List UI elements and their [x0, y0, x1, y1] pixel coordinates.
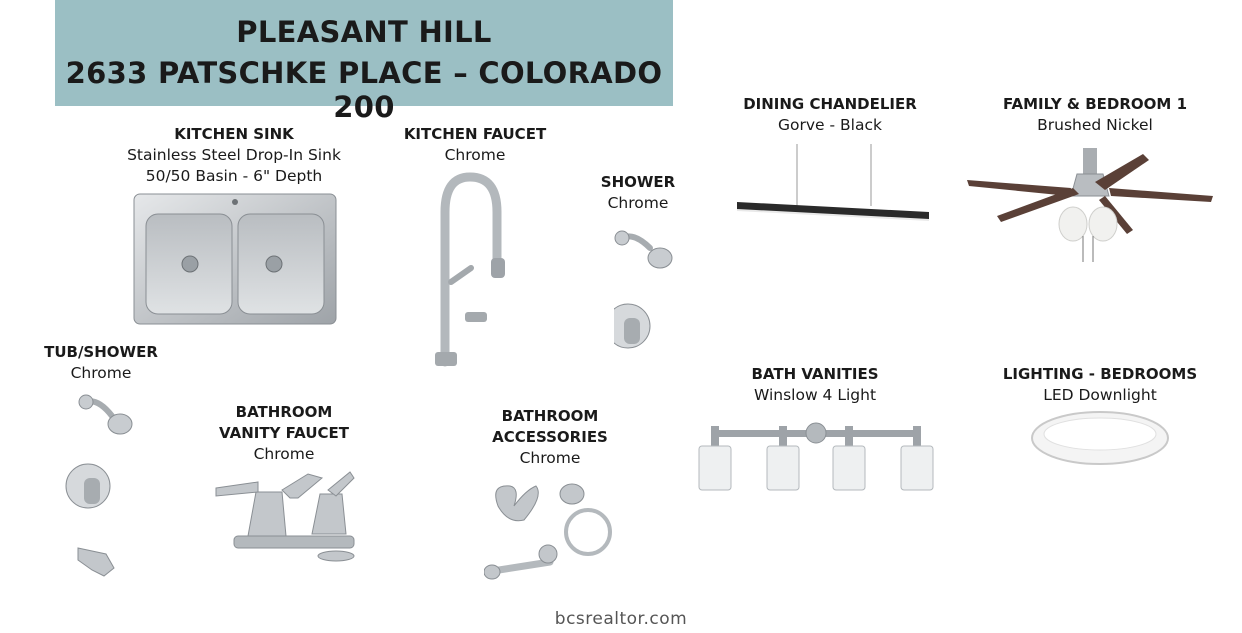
bath-accessories-finish: Chrome: [519, 449, 581, 467]
bath-accessories-title-1: BATHROOM: [501, 407, 599, 425]
family-bedroom-finish: Brushed Nickel: [1037, 116, 1153, 134]
kitchen-faucet-label: KITCHEN FAUCET Chrome: [395, 124, 555, 166]
kitchen-sink-title: KITCHEN SINK: [174, 125, 294, 143]
community-name: PLEASANT HILL: [236, 15, 492, 49]
dining-chandelier-style: Gorve - Black: [778, 116, 882, 134]
dining-chandelier-title: DINING CHANDELIER: [743, 95, 917, 113]
watermark: bcsrealtor.com: [554, 609, 688, 629]
bath-vanities-style: Winslow 4 Light: [753, 386, 877, 404]
header-banner: PLEASANT HILL 2633 PATSCHKE PLACE – COLO…: [55, 0, 673, 124]
address-plan: 2633 PATSCHKE PLACE – COLORADO 200: [65, 56, 663, 124]
kitchen-faucet-title: KITCHEN FAUCET: [403, 125, 547, 143]
kitchen-faucet-image: [435, 172, 505, 367]
bedroom-lighting-style: LED Downlight: [1043, 386, 1157, 404]
kitchen-sink-desc-1: Stainless Steel Drop-In Sink: [127, 146, 341, 164]
kitchen-sink-image: [133, 193, 337, 325]
bath-accessories-label: BATHROOM ACCESSORIES Chrome: [480, 406, 620, 469]
vanity-faucet-finish: Chrome: [253, 445, 315, 463]
bath-accessories-image: [484, 483, 612, 580]
vanity-faucet-title-1: BATHROOM: [235, 403, 333, 421]
shower-finish: Chrome: [607, 194, 669, 212]
vanity-faucet-title-2: VANITY FAUCET: [219, 424, 349, 442]
bedroom-lighting-title: LIGHTING - BEDROOMS: [1002, 365, 1198, 383]
tub-shower-fixtures-image: [65, 394, 133, 577]
bath-accessories-title-2: ACCESSORIES: [492, 428, 608, 446]
kitchen-sink-desc-2: 50/50 Basin - 6" Depth: [145, 167, 323, 185]
shower-fixtures-image: [614, 230, 673, 349]
vanity-light-image: [698, 422, 934, 491]
led-downlight-image: [1031, 411, 1169, 465]
dining-chandelier-image: [736, 144, 930, 221]
ceiling-fan-image: [967, 148, 1213, 262]
tub-shower-label: TUB/SHOWER Chrome: [40, 342, 162, 384]
shower-label: SHOWER Chrome: [588, 172, 688, 214]
kitchen-faucet-finish: Chrome: [444, 146, 506, 164]
bath-vanities-label: BATH VANITIES Winslow 4 Light: [730, 364, 900, 406]
vanity-faucet-label: BATHROOM VANITY FAUCET Chrome: [214, 402, 354, 465]
shower-title: SHOWER: [600, 173, 676, 191]
dining-chandelier-label: DINING CHANDELIER Gorve - Black: [730, 94, 930, 136]
family-bedroom-label: FAMILY & BEDROOM 1 Brushed Nickel: [990, 94, 1200, 136]
tub-shower-finish: Chrome: [70, 364, 132, 382]
family-bedroom-title: FAMILY & BEDROOM 1: [1002, 95, 1188, 113]
bath-vanities-title: BATH VANITIES: [751, 365, 879, 383]
vanity-faucet-image: [215, 471, 355, 562]
tub-shower-title: TUB/SHOWER: [44, 343, 158, 361]
bedroom-lighting-label: LIGHTING - BEDROOMS LED Downlight: [995, 364, 1205, 406]
kitchen-sink-label: KITCHEN SINK Stainless Steel Drop-In Sin…: [114, 124, 354, 187]
